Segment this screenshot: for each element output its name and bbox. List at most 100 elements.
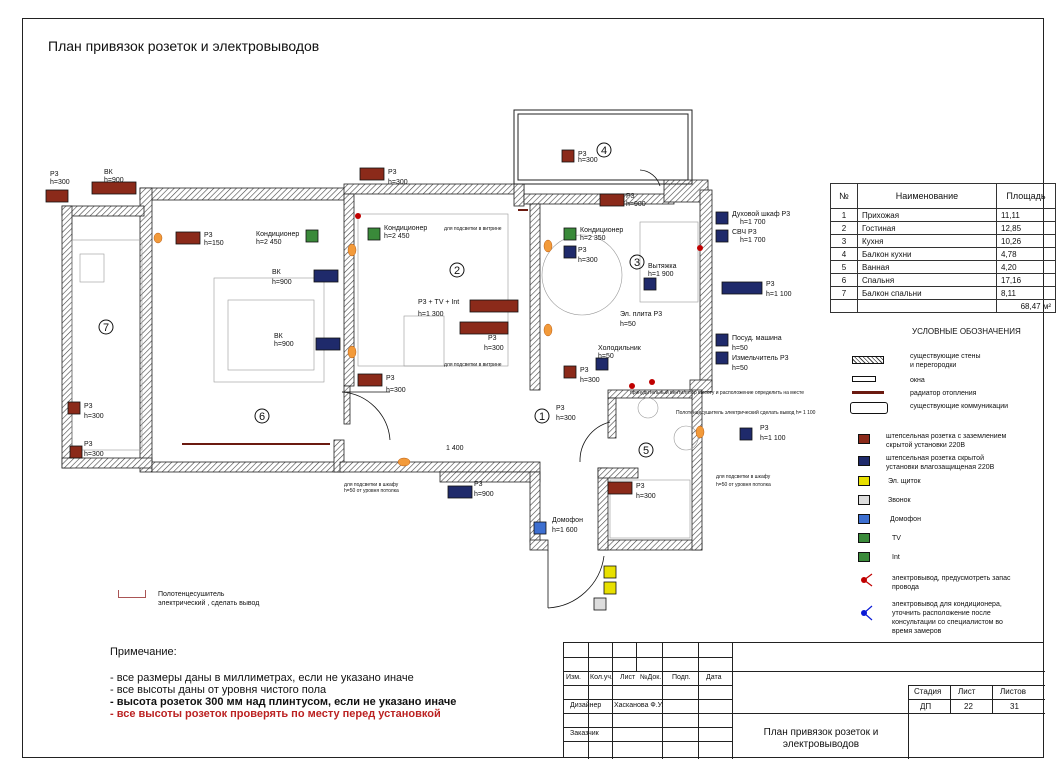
svg-text:Р3: Р3 — [84, 403, 93, 410]
legend-windows: окна — [910, 377, 925, 384]
svg-text:для подсветки в шкафу: для подсветки в шкафу — [344, 482, 399, 488]
col-num: № — [830, 183, 858, 209]
legend-outlet-red: электровывод, предусмотреть запас провод… — [892, 575, 1011, 591]
svg-text:Р3: Р3 — [50, 171, 59, 178]
svg-text:СВЧ Р3: СВЧ Р3 — [732, 229, 757, 236]
svg-text:Кондиционер: Кондиционер — [256, 231, 299, 238]
svg-text:h=150: h=150 — [204, 240, 224, 247]
svg-text:Р3: Р3 — [578, 247, 587, 254]
window-legend-icon — [852, 376, 876, 382]
svg-text:h=2 450: h=2 450 — [256, 239, 282, 246]
svg-text:h=50: h=50 — [598, 353, 614, 360]
sheet-title: План привязок розеток и электровыводов — [763, 727, 879, 750]
radiator-legend-icon — [852, 391, 884, 394]
svg-text:h=1 100: h=1 100 — [760, 435, 786, 442]
note-line: - все высоты даны от уровня чистого пола — [110, 684, 327, 696]
svg-text:Духовой шкаф Р3: Духовой шкаф Р3 — [732, 210, 790, 218]
svg-text:h=300: h=300 — [84, 451, 104, 458]
svg-text:h=1 100: h=1 100 — [766, 291, 792, 298]
towel-rail-icon — [118, 590, 146, 598]
legend-int: Int — [892, 554, 900, 561]
svg-text:4: 4 — [601, 145, 607, 157]
svg-text:Р3: Р3 — [760, 425, 769, 432]
svg-text:h=50: h=50 — [620, 321, 636, 328]
socket-ground-icon — [858, 434, 870, 444]
svg-text:Р3: Р3 — [556, 405, 565, 412]
svg-text:7: 7 — [103, 322, 109, 334]
svg-text:Полотенцесушитель электрически: Полотенцесушитель электрический сделать … — [676, 409, 816, 416]
socket-blocks — [45, 149, 763, 611]
svg-text:h=300: h=300 — [578, 157, 598, 164]
stamp-col: Лист — [620, 674, 636, 681]
legend-tv: TV — [892, 535, 901, 542]
svg-text:h=300: h=300 — [388, 179, 408, 186]
svg-text:Посуд. машина: Посуд. машина — [732, 335, 782, 342]
legend-panel: Эл. щиток — [888, 478, 921, 485]
tv-icon — [858, 533, 870, 543]
svg-text:h=900: h=900 — [274, 341, 294, 348]
socket-wet-icon — [858, 456, 870, 466]
svg-text:5: 5 — [643, 445, 649, 457]
svg-text:h=1 900: h=1 900 — [648, 271, 674, 278]
room-marks: 7 6 2 3 4 1 5 — [98, 142, 654, 458]
plan-labels: Р3 h=300 ВК h=900 Р3 h=300 Р3 h=150 Конд… — [50, 151, 792, 534]
legend-outlet-blue: электровывод для кондиционера, уточнить … — [892, 601, 1003, 635]
blue-outlet-icon — [861, 605, 873, 621]
svg-text:h=1 700: h=1 700 — [740, 219, 766, 226]
int-icon — [858, 552, 870, 562]
legend-walls: существующие стены и перегородки — [910, 353, 981, 369]
svg-text:h=50 от уровня потолка: h=50 от уровня потолка — [716, 482, 771, 488]
legend-bell: Звонок — [888, 497, 911, 504]
svg-text:h=50: h=50 — [732, 365, 748, 372]
svg-text:6: 6 — [259, 411, 265, 423]
svg-text:h=1 600: h=1 600 — [552, 527, 578, 534]
stamp-col: Кол.уч. — [590, 674, 613, 681]
bell-icon — [858, 495, 870, 505]
svg-text:Р3: Р3 — [388, 169, 397, 176]
svg-text:h=50: h=50 — [732, 345, 748, 352]
stamp-col: №Док. — [640, 674, 662, 681]
sheet-frame — [22, 18, 1044, 758]
intercom-icon — [858, 514, 870, 524]
legend-comms: существующие коммуникации — [910, 403, 1009, 410]
svg-text:h=300: h=300 — [580, 377, 600, 384]
customer-label: Заказчик — [570, 730, 599, 737]
svg-text:Вытяжка: Вытяжка — [648, 263, 677, 270]
stage-value: ДП — [920, 702, 932, 711]
legend-radiator: радиатор отопления — [910, 390, 977, 397]
svg-text:Кондиционер: Кондиционер — [580, 227, 623, 234]
svg-text:для подсветки в шкафу: для подсветки в шкафу — [716, 474, 771, 480]
designer-label: Дизайнер — [570, 702, 602, 709]
panel-icon — [858, 476, 870, 486]
svg-text:h=900: h=900 — [626, 201, 646, 208]
svg-text:h=300: h=300 — [84, 413, 104, 420]
red-outlet-icon — [861, 573, 873, 587]
svg-text:ВК: ВК — [104, 169, 114, 176]
svg-text:Р3: Р3 — [580, 367, 589, 374]
note-red-line: - все высоты розеток проверять по месту … — [110, 708, 441, 720]
legend-title: УСЛОВНЫЕ ОБОЗНАЧЕНИЯ — [912, 327, 1021, 336]
note-line: - все размеры даны в миллиметрах, если н… — [110, 672, 414, 684]
svg-text:h=1 300: h=1 300 — [418, 311, 444, 318]
stamp-col: Подп. — [672, 674, 691, 681]
svg-text:Р3: Р3 — [474, 481, 483, 488]
svg-text:Измельчитель Р3: Измельчитель Р3 — [732, 355, 789, 362]
radiators — [182, 209, 528, 445]
svg-text:Р3 + TV + Int: Р3 + TV + Int — [418, 299, 459, 306]
stamp-col: Изм. — [566, 674, 581, 681]
svg-text:h=300: h=300 — [386, 387, 406, 394]
svg-text:Р3: Р3 — [488, 335, 497, 342]
svg-text:h=900: h=900 — [474, 491, 494, 498]
svg-text:принудительный вентилятор высо: принудительный вентилятор высоту и распо… — [630, 389, 804, 396]
svg-text:h=300: h=300 — [556, 415, 576, 422]
svg-text:ВК: ВК — [272, 269, 282, 276]
svg-text:Р3: Р3 — [766, 281, 775, 288]
sheets-label: Листов — [1000, 687, 1026, 696]
partitions — [343, 193, 693, 439]
sheet-value: 22 — [964, 702, 973, 711]
balcony-kitchen — [513, 109, 693, 185]
